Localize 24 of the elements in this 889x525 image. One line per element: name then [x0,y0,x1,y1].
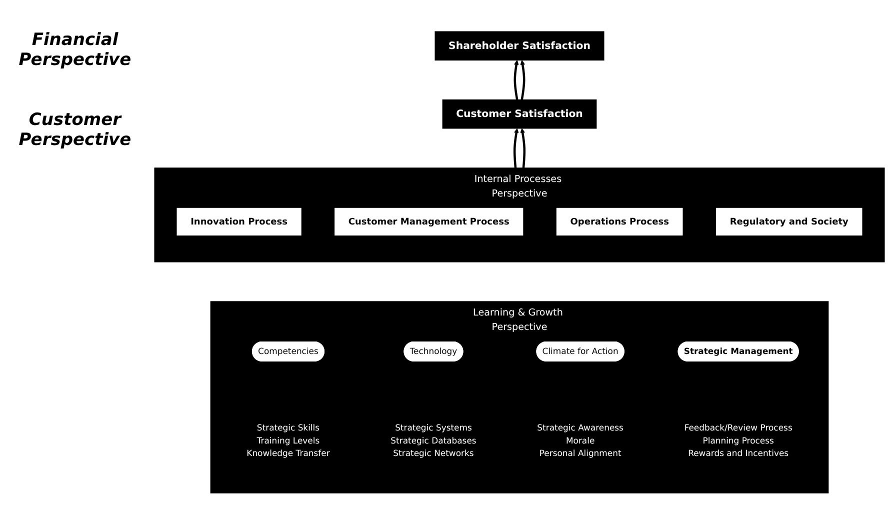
arrow [513,128,519,168]
node-label: Strategic Awareness [537,422,624,433]
arrow [514,60,519,100]
node-label: Strategic Systems [395,422,472,433]
node-label: Strategic Skills [256,422,320,433]
node-box: Shareholder Satisfaction [434,31,604,61]
node-box: Operations Process [556,208,683,236]
node-label: Training Levels [256,436,320,446]
node-label: Planning Process [702,436,774,446]
node-label: Feedback/Review Process [684,422,792,433]
node-box: Innovation Process [176,208,302,236]
node-box: Customer Satisfaction [442,100,597,129]
perspective-label: Financial Perspective [18,30,132,70]
perspective-label: Customer Perspective [18,110,132,150]
node-label: Strategic Networks [393,448,474,458]
node-label: Rewards and Incentives [688,448,789,458]
node-label: Personal Alignment [539,448,622,458]
node-label: Knowledge Transfer [246,448,330,458]
arrow [520,128,526,168]
arrow [520,60,526,100]
node-box: Regulatory and Society [716,208,862,236]
node-label: Morale [566,436,595,446]
node-label: Strategic Databases [390,436,476,446]
node-box: Customer Management Process [334,208,524,236]
